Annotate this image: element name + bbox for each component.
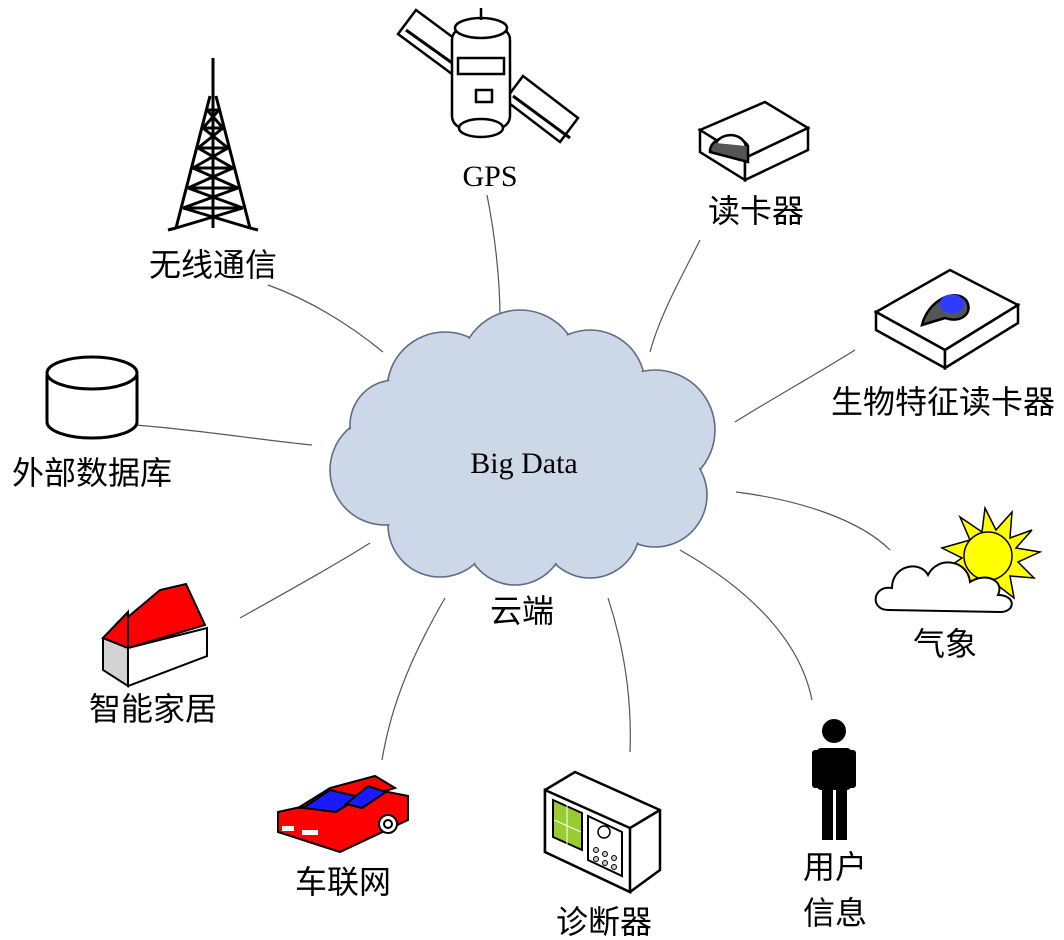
user-info-label-line1: 用户	[803, 849, 867, 885]
user-info-label-line2: 信息	[803, 895, 867, 931]
diagnostics-label: 诊断器	[556, 904, 652, 940]
database-cylinder-icon	[45, 355, 139, 440]
connector-user-info	[679, 549, 813, 701]
smart-home-label: 智能家居	[89, 691, 217, 727]
connector-weather	[735, 491, 891, 551]
connector-lines	[134, 194, 891, 761]
biometric-reader-icon	[873, 268, 1021, 371]
connector-smart-home	[239, 542, 371, 619]
card-reader-label: 读卡器	[708, 193, 804, 229]
vehicle-net-label: 车联网	[295, 864, 391, 900]
connector-diagnostics	[607, 597, 631, 753]
center-caption: 云端	[490, 593, 554, 629]
radio-tower-icon	[167, 58, 259, 232]
connector-external-db	[134, 424, 313, 446]
connector-wireless	[267, 284, 384, 353]
connector-vehicle-net	[381, 597, 446, 761]
car-icon	[277, 774, 409, 854]
person-icon	[812, 719, 856, 840]
wireless-label: 无线通信	[149, 247, 277, 283]
external-db-label: 外部数据库	[12, 455, 172, 491]
big-data-cloud	[329, 309, 716, 586]
center-title: Big Data	[470, 447, 577, 480]
biometric-label: 生物特征读卡器	[831, 384, 1055, 420]
satellite-icon	[396, 8, 580, 144]
weather-label: 气象	[913, 626, 977, 662]
connector-card-reader	[649, 239, 701, 353]
card-reader-icon	[697, 100, 811, 183]
gps-label: GPS	[462, 160, 517, 193]
connector-gps	[486, 194, 501, 319]
connector-biometric	[734, 349, 856, 423]
house-icon	[101, 582, 208, 688]
sun-cloud-icon	[874, 505, 1043, 614]
diagnostic-device-icon	[543, 770, 662, 894]
